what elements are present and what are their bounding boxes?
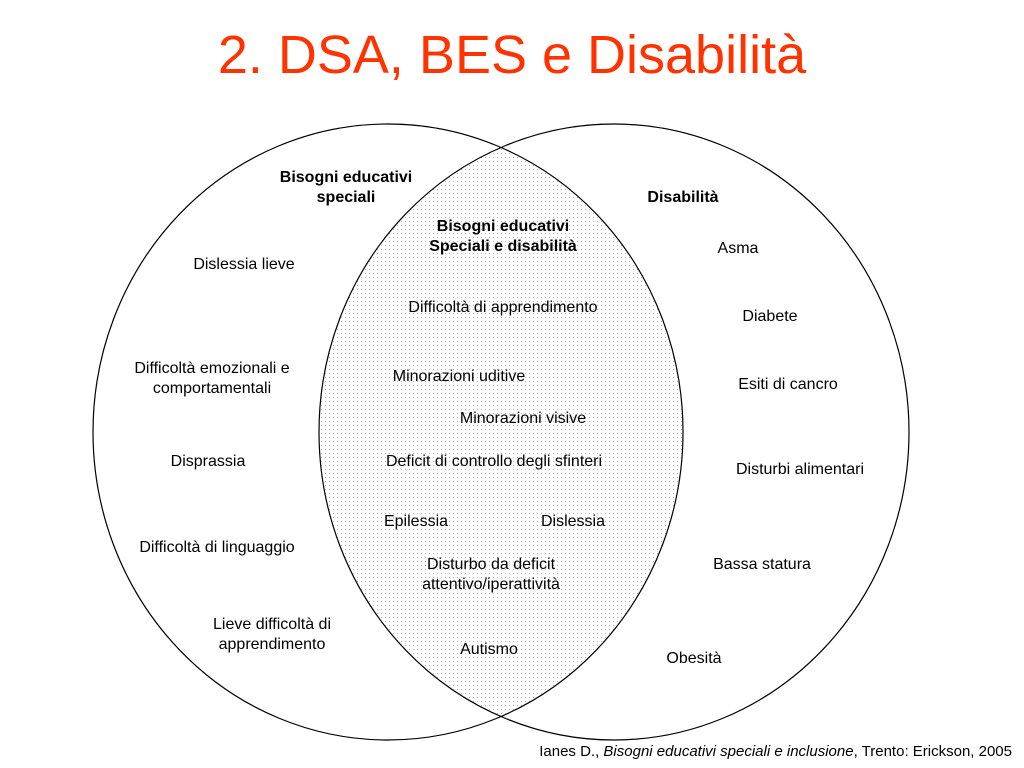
right-circle bbox=[318, 123, 910, 741]
intersection-item: Minorazioni uditive bbox=[392, 368, 526, 385]
right-set-item: Obesità bbox=[666, 650, 722, 667]
left-set-item: Dislessia lieve bbox=[193, 256, 295, 273]
right-set-item: Diabete bbox=[742, 308, 798, 325]
intersection-heading-line-1: Bisogni educativi bbox=[436, 218, 570, 235]
intersection-heading-line-2: Speciali e disabilità bbox=[429, 238, 577, 255]
left-set-item-line-1: Lieve difficoltà di bbox=[213, 616, 331, 633]
citation-work: Bisogni educativi speciali e inclusione bbox=[603, 743, 854, 760]
intersection-item: Deficit di controllo degli sfinteri bbox=[385, 453, 603, 470]
right-set-item: Asma bbox=[717, 240, 759, 257]
right-set-item: Bassa statura bbox=[713, 556, 811, 573]
intersection-item: Difficoltà di apprendimento bbox=[408, 299, 598, 316]
left-set-heading-line-1: Bisogni educativi bbox=[279, 169, 413, 186]
intersection-shading bbox=[319, 124, 683, 740]
left-set-item: Disprassia bbox=[170, 453, 246, 470]
right-set-heading: Disabilità bbox=[647, 189, 719, 206]
right-set-item: Disturbi alimentari bbox=[735, 461, 865, 478]
intersection-item-line-2: attentivo/iperattività bbox=[422, 576, 560, 593]
left-set-item: Difficoltà di linguaggio bbox=[139, 539, 295, 556]
intersection-item-line-1: Disturbo da deficit bbox=[426, 556, 556, 573]
citation-publisher: , Trento: Erickson, 2005 bbox=[853, 743, 1012, 760]
citation-author: Ianes D., bbox=[539, 743, 604, 760]
citation: Ianes D., Bisogni educativi speciali e i… bbox=[539, 743, 1012, 760]
intersection-item: Disturbo da deficit attentivo/iperattivi… bbox=[422, 555, 560, 595]
intersection-item: Epilessia bbox=[383, 513, 449, 530]
left-set-item: Difficoltà emozionali e comportamentali bbox=[134, 359, 289, 399]
intersection-item: Minorazioni visive bbox=[459, 410, 587, 427]
left-set-item-line-2: apprendimento bbox=[218, 636, 326, 653]
intersection-item: Autismo bbox=[460, 641, 518, 658]
left-set-item: Lieve difficoltà di apprendimento bbox=[213, 615, 331, 655]
left-set-heading: Bisogni educativi speciali bbox=[280, 168, 412, 208]
slide-title: 2. DSA, BES e Disabilità bbox=[217, 25, 807, 85]
left-set-item-line-1: Difficoltà emozionali e bbox=[134, 360, 290, 377]
intersection-heading: Bisogni educativi Speciali e disabilità bbox=[429, 217, 577, 257]
left-set-item-line-2: comportamentali bbox=[152, 380, 272, 397]
right-set-item: Esiti di cancro bbox=[738, 376, 838, 393]
left-circle bbox=[92, 123, 684, 741]
left-set-heading-line-2: speciali bbox=[316, 189, 376, 206]
intersection-item: Dislessia bbox=[540, 513, 606, 530]
